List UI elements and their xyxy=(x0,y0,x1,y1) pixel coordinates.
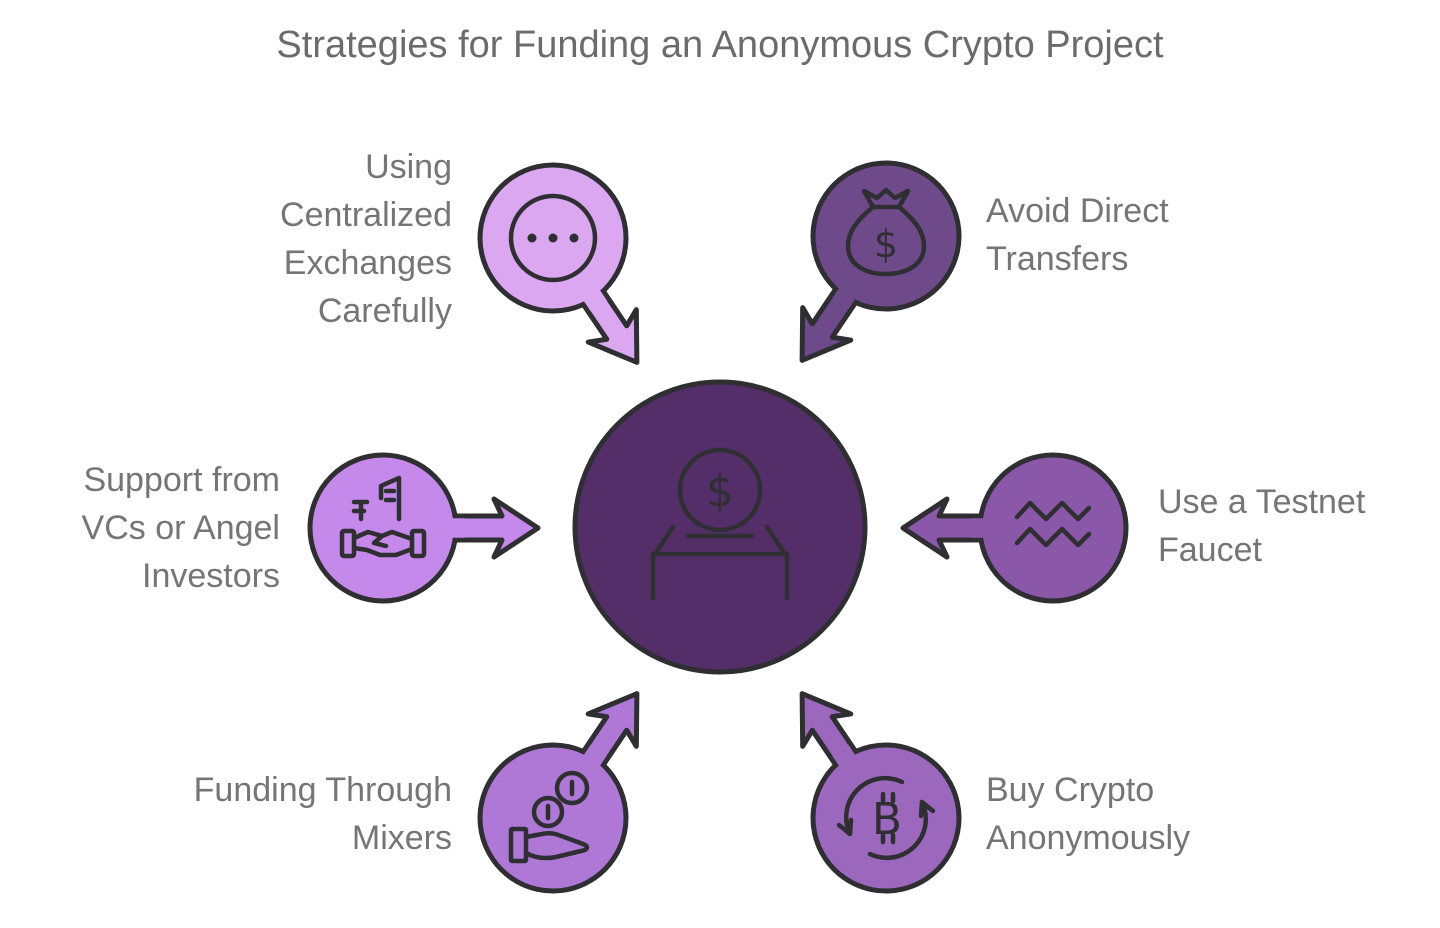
label-support-vcs-angel-investors: Support from VCs or Angel Investors xyxy=(81,461,280,595)
svg-text:$: $ xyxy=(706,466,734,517)
node-use-testnet-faucet xyxy=(900,452,1129,604)
node-circle xyxy=(977,452,1129,604)
node-avoid-direct-transfers: $ xyxy=(799,160,962,363)
money-bag-icon: $ xyxy=(845,187,927,277)
node-circle xyxy=(477,742,629,894)
ellipsis-icon xyxy=(508,193,598,283)
svg-text:$: $ xyxy=(874,222,898,266)
building-handshake-icon xyxy=(339,475,427,559)
label-use-testnet-faucet: Use a Testnet Faucet xyxy=(1158,483,1366,569)
page-title: Strategies for Funding an Anonymous Cryp… xyxy=(276,24,1164,66)
node-circle xyxy=(307,452,459,604)
label-funding-through-mixers: Funding Through Mixers xyxy=(193,771,452,857)
svg-text:B: B xyxy=(872,794,902,845)
coins-hand-icon xyxy=(508,770,590,864)
node-funding-through-mixers xyxy=(477,691,640,894)
node-using-centralized-exchanges xyxy=(477,162,640,365)
bitcoin-refresh-icon: B xyxy=(836,776,936,860)
label-using-centralized-exchanges: Using Centralized Exchanges Carefully xyxy=(280,148,452,330)
node-support-vcs-angel-investors xyxy=(307,452,541,604)
waves-icon xyxy=(1014,500,1092,548)
label-avoid-direct-transfers: Avoid Direct Transfers xyxy=(986,192,1169,278)
donation-box-icon: $ xyxy=(650,447,790,601)
center-circle xyxy=(572,379,868,675)
node-buy-crypto-anonymously: B xyxy=(799,691,962,894)
label-buy-crypto-anonymously: Buy Crypto Anonymously xyxy=(986,771,1191,857)
center-hub: $ xyxy=(572,379,868,675)
